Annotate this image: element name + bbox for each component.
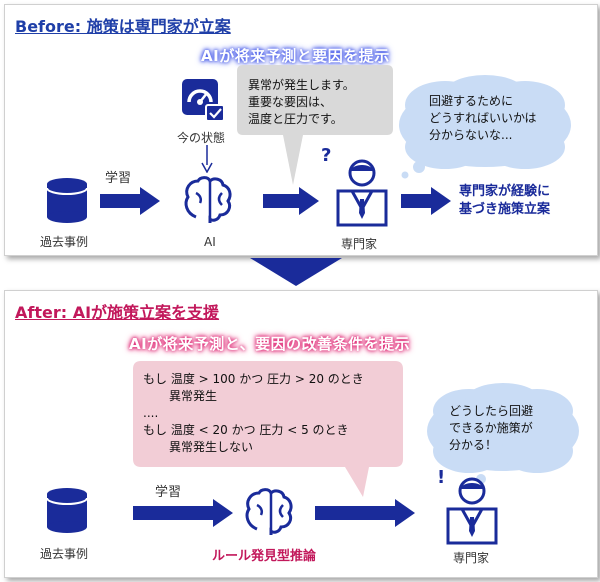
- result-line: 専門家が経験に: [459, 184, 551, 199]
- past-cases-label: 過去事例: [40, 235, 89, 249]
- brain-icon: [184, 176, 232, 223]
- cloud-line: どうすればいいかは: [429, 111, 537, 125]
- before-cloud-text: 回避するために どうすればいいかは 分からないな...: [429, 93, 537, 144]
- after-thought-cloud: [427, 383, 579, 489]
- gauge-status-icon: [182, 79, 225, 122]
- brain-icon: [245, 488, 293, 535]
- before-panel: Before: 施策は専門家が立案 AIが将来予測と要因を提示 今の状態 過去事…: [4, 4, 598, 256]
- database-icon: [46, 488, 88, 533]
- learn-label: 学習: [155, 485, 182, 500]
- status-label: 今の状態: [177, 131, 226, 145]
- rule-line: 異常発生しない: [169, 440, 254, 454]
- bubble-line: 異常が発生します。: [248, 78, 355, 92]
- question-mark-icon: ?: [321, 145, 332, 166]
- learn-arrow: [133, 499, 233, 527]
- past-cases-label: 過去事例: [40, 547, 89, 561]
- rule-line: もし 温度 > 100 かつ 圧力 > 20 のとき: [143, 372, 364, 386]
- learn-label: 学習: [105, 171, 132, 186]
- rule-line: もし 温度 < 20 かつ 圧力 < 5 のとき: [143, 423, 349, 437]
- database-icon: [46, 178, 88, 223]
- rule-text: もし 温度 > 100 かつ 圧力 > 20 のとき 異常発生 .... もし …: [143, 371, 364, 456]
- ai-label: AI: [204, 235, 216, 249]
- ai-to-expert-arrow: [263, 187, 319, 215]
- gray-speech-bubble: [237, 65, 393, 185]
- cloud-line: できるか施策が: [449, 421, 533, 435]
- expert-to-result-arrow: [401, 187, 451, 215]
- after-title: After: AIが施策立案を支援: [15, 303, 220, 322]
- after-panel: After: AIが施策立案を支援 AIが将来予測と、要因の改善条件を提示 もし…: [4, 290, 598, 578]
- before-result-text: 専門家が経験に 基づき施策立案: [459, 183, 550, 219]
- result-line: 基づき施策立案: [459, 202, 551, 217]
- ai-to-expert-arrow: [315, 499, 415, 527]
- expert-label: 専門家: [341, 237, 378, 251]
- down-arrow: [201, 145, 213, 173]
- after-subtitle: AIが将来予測と、要因の改善条件を提示: [129, 335, 411, 353]
- bubble-line: 重要な要因は、: [248, 95, 333, 109]
- exclamation-icon: !: [437, 467, 446, 488]
- gray-bubble-text: 異常が発生します。 重要な要因は、 温度と圧力です。: [248, 77, 355, 128]
- expert-person-icon: [446, 477, 498, 545]
- cloud-line: 分かる！: [449, 438, 498, 452]
- before-title: Before: 施策は専門家が立案: [15, 17, 231, 36]
- cloud-line: 回避するために: [429, 94, 514, 108]
- after-cloud-text: どうしたら回避 できるか施策が 分かる！: [449, 403, 533, 454]
- cloud-line: どうしたら回避: [449, 404, 534, 418]
- rule-inference-label: ルール発見型推論: [212, 549, 317, 564]
- thought-cloud: [399, 75, 571, 179]
- rule-line: 異常発生: [169, 389, 218, 403]
- rule-line: ....: [143, 406, 159, 420]
- before-subtitle: AIが将来予測と要因を提示: [201, 47, 390, 65]
- rule-speech-bubble: [133, 361, 403, 497]
- expert-person-icon: [336, 159, 388, 227]
- learn-arrow: [100, 187, 160, 215]
- expert-label: 専門家: [453, 551, 490, 565]
- cloud-line: 分からないな...: [429, 128, 513, 142]
- transition-arrow: [250, 258, 342, 286]
- bubble-line: 温度と圧力です。: [248, 112, 343, 126]
